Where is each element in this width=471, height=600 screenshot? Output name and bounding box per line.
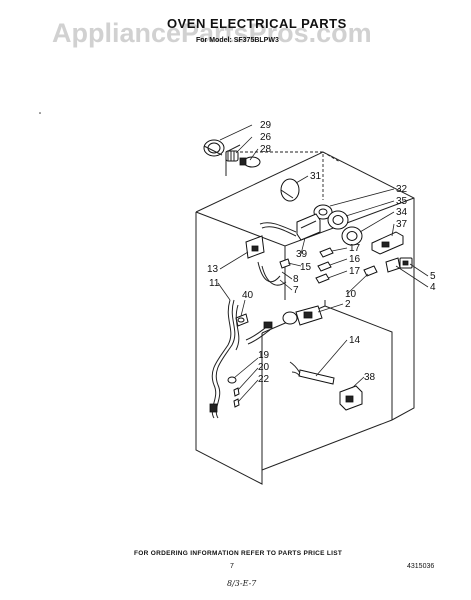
label-7: 7 (293, 285, 299, 296)
label-20: 20 (258, 362, 270, 373)
wire-harness-upper (259, 222, 297, 237)
label-19: 19 (258, 350, 270, 361)
part-29-light-cover (203, 139, 225, 157)
part-17-clip-b (315, 273, 330, 284)
part-39-terminal-block (296, 213, 321, 241)
diagram-title: OVEN ELECTRICAL PARTS (167, 16, 347, 31)
part-15-terminal (279, 258, 291, 269)
label-38: 38 (364, 372, 376, 383)
label-2: 2 (345, 299, 351, 310)
part-19-connector (227, 376, 237, 384)
handwritten-note: 8/3-E-7 (227, 579, 257, 588)
part-31-cylinder (280, 178, 300, 202)
part-32-ring (313, 204, 333, 220)
model-subtitle: For Model: SF375BLPW3 (196, 37, 279, 44)
part-14-sensor (289, 361, 335, 385)
label-8: 8 (293, 274, 299, 285)
label-28: 28 (260, 144, 272, 155)
ordering-note: FOR ORDERING INFORMATION REFER TO PARTS … (134, 550, 342, 557)
scan-speck (39, 112, 41, 114)
label-34: 34 (396, 207, 408, 218)
part-16-clip (317, 261, 332, 272)
label-4: 4 (430, 282, 436, 293)
part-26-socket (225, 150, 239, 162)
part-17-clip-a (319, 247, 334, 258)
part-20-screw (233, 387, 240, 397)
label-35: 35 (396, 196, 408, 207)
label-40: 40 (242, 290, 254, 301)
part-number-labels: 29 26 28 31 32 35 34 37 17 16 17 5 4 10 … (207, 120, 436, 385)
part-40-clip (235, 313, 249, 327)
label-11: 11 (209, 278, 220, 289)
label-15: 15 (300, 262, 312, 273)
part-13-bracket (245, 235, 265, 259)
label-26: 26 (260, 132, 272, 143)
part-38-block (339, 385, 363, 411)
leader-lines (217, 124, 429, 403)
label-32: 32 (396, 184, 408, 195)
part-2-switch (282, 305, 323, 326)
label-37: 37 (396, 219, 408, 230)
label-16: 16 (349, 254, 361, 265)
part-11-wire-harness (209, 299, 273, 419)
label-17-a: 17 (349, 243, 361, 254)
label-22: 22 (258, 374, 270, 385)
label-5: 5 (430, 271, 436, 282)
part-4-switch (385, 257, 401, 273)
part-10-component (363, 265, 378, 277)
catalog-part-number: 4315036 (407, 563, 434, 570)
page-number: 7 (230, 563, 234, 570)
part-34-ring (341, 226, 363, 246)
part-35-ring (327, 210, 349, 230)
label-13: 13 (207, 264, 219, 275)
label-39: 39 (296, 249, 308, 260)
watermark-text: AppliancePartsPros.com (52, 18, 372, 48)
label-17-b: 17 (349, 266, 361, 277)
part-22-screw (233, 398, 240, 408)
label-10: 10 (345, 289, 357, 300)
part-5-switch (399, 257, 413, 269)
part-28-bulb (239, 156, 261, 168)
label-29: 29 (260, 120, 272, 131)
wire-harness-mid (257, 261, 287, 286)
label-31: 31 (310, 171, 322, 182)
part-37-bracket (371, 231, 404, 255)
label-14: 14 (349, 335, 361, 346)
